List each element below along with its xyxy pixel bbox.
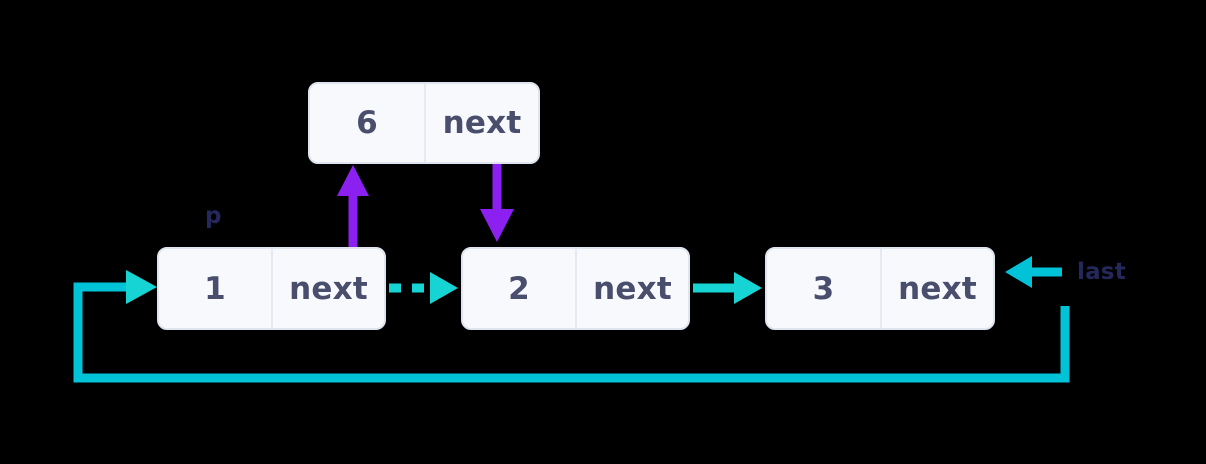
node-next-label: next [442, 105, 522, 141]
node-data-value: 3 [812, 270, 835, 307]
node-data-cell: 1 [159, 249, 271, 328]
node-next-cell: next [879, 249, 993, 328]
node-data-cell: 2 [463, 249, 575, 328]
node-next-label: next [898, 270, 977, 307]
node-data-cell: 3 [767, 249, 880, 328]
arrow-node1-next-to-new [337, 165, 369, 247]
node-next-label: next [289, 270, 368, 307]
node-data-cell: 6 [310, 84, 424, 162]
list-node-1: 1 next [157, 247, 386, 330]
node-data-value: 2 [508, 270, 530, 307]
node-data-value: 1 [204, 270, 226, 307]
node-next-cell: next [270, 249, 384, 328]
pointer-label-last: last [1077, 259, 1126, 285]
node-next-label: next [593, 270, 672, 307]
node-next-cell: next [574, 249, 688, 328]
arrow-last-to-node3 [1005, 256, 1062, 288]
pointer-label-p: p [205, 203, 222, 229]
arrow-node1-to-node2-old [389, 272, 458, 304]
arrow-new-next-to-node2 [480, 164, 514, 242]
list-node-3: 3 next [765, 247, 995, 330]
node-data-value: 6 [356, 105, 378, 141]
list-node-2: 2 next [461, 247, 690, 330]
list-node-new: 6 next [308, 82, 540, 164]
node-next-cell: next [423, 84, 538, 162]
arrow-node2-to-node3 [693, 272, 762, 304]
